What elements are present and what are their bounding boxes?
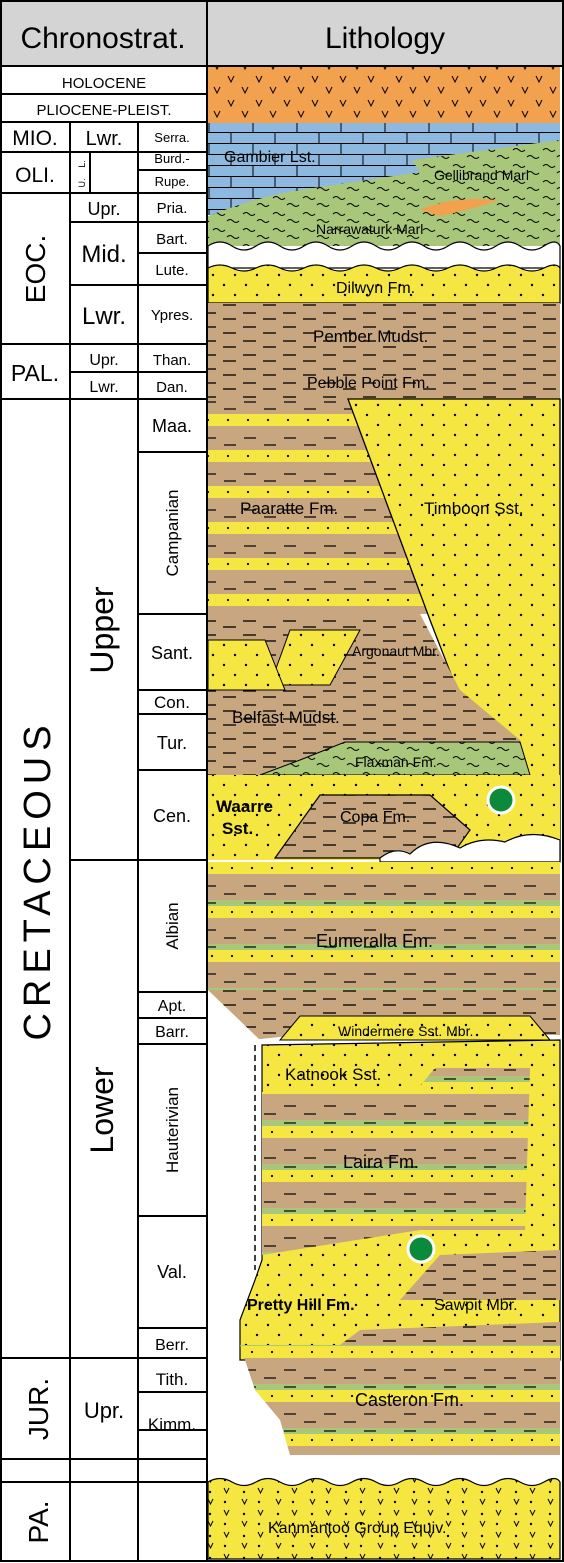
era-paleocene: PAL. <box>11 360 59 386</box>
epoch-mio-lwr: Lwr. <box>86 128 123 150</box>
gas-marker-lower <box>406 1234 436 1264</box>
epoch-oli-u: U. <box>77 179 87 188</box>
orange-lens <box>420 199 500 216</box>
stage-burdigalian: Burd.- <box>154 151 189 166</box>
copa-formation-unit <box>273 794 471 859</box>
epoch-eoc-upr: Upr. <box>87 199 120 219</box>
stage-campanian: Campanian <box>163 490 182 577</box>
era-cretaceous: CRETACEOUS <box>17 719 59 1040</box>
label-waarre: Waarre <box>216 797 273 816</box>
label-pretty-hill: Pretty Hill Fm. <box>247 1297 355 1314</box>
stage-danian: Dan. <box>156 379 188 396</box>
stage-coniacian: Con. <box>154 693 190 712</box>
epoch-jur-upr: Upr. <box>84 1398 124 1423</box>
stage-aptian: Apt. <box>158 998 186 1015</box>
flaxman-formation-unit <box>259 741 531 776</box>
stage-priabonian: Pria. <box>157 200 188 217</box>
label-pebble-point: Pebble Point Fm. <box>307 375 430 392</box>
label-windermere: Windermere Sst. Mbr. <box>338 1023 473 1039</box>
era-paleozoic: PA. <box>23 1500 54 1543</box>
cenomanian-unconformity <box>379 833 561 863</box>
stage-santonian: Sant. <box>151 643 193 663</box>
dilwyn-formation-unit <box>207 264 561 304</box>
era-oligocene: OLI. <box>15 164 55 187</box>
label-casteron: Casteron Fm. <box>355 1390 464 1410</box>
header-chronostrat: Chronostrat. <box>20 22 185 55</box>
label-timboon: Timboon Sst. <box>424 499 524 518</box>
label-narrawaturk: Narrawaturk Marl <box>316 221 423 237</box>
label-gambier: Gambier Lst. <box>224 149 316 166</box>
holocene-volcanics <box>208 67 560 123</box>
pember-mudstone-unit <box>208 303 560 363</box>
casteron-formation-unit <box>240 1345 560 1455</box>
argonaut-sand-wedge <box>269 629 361 686</box>
label-waarre-sst: Sst. <box>222 819 253 838</box>
stage-cenomanian: Cen. <box>153 806 191 826</box>
label-eumeralla: Eumeralla Fm. <box>316 931 433 951</box>
header-lithology: Lithology <box>325 22 445 55</box>
sawpit-member-unit <box>400 1250 560 1300</box>
stage-serravallian: Serra. <box>154 130 189 145</box>
pebble-point-unit <box>208 363 560 399</box>
label-kanmantoo: Kanmantoo Group Equiv. <box>268 1520 446 1537</box>
jurassic-unconformity <box>208 1455 560 1482</box>
formation-labels: Gambier Lst. Gellibrand Marl Narrawaturk… <box>216 149 529 1537</box>
label-paaratte: Paaratte Fm. <box>240 499 338 518</box>
label-gellibrand: Gellibrand Marl <box>434 167 529 183</box>
label-sawpit: Sawpit Mbr. <box>434 1297 518 1314</box>
era-jurassic: JUR. <box>23 1378 54 1440</box>
stage-ypresian: Ypres. <box>151 307 193 324</box>
stage-turonian: Tur. <box>157 733 187 753</box>
label-flaxman: Flaxman Fm. <box>355 754 437 770</box>
pretty-hill-lower-mud <box>340 1322 560 1345</box>
epoch-pal-upr: Upr. <box>89 352 118 369</box>
stage-tithonian: Tith. <box>156 1370 188 1389</box>
epoch-oli-l: L. <box>77 160 87 168</box>
header-background <box>0 0 564 65</box>
epoch-cret-upper: Upper <box>84 586 120 674</box>
label-argonaut: Argonaut Mbr. <box>352 643 440 659</box>
epoch-eoc-lwr: Lwr. <box>82 303 126 330</box>
unconformity-eocene <box>207 241 561 269</box>
row-pliocene-pleist: PLIOCENE-PLEIST. <box>36 102 171 119</box>
chrono-labels: HOLOCENE PLIOCENE-PLEIST. MIO. OLI. EOC.… <box>11 75 196 1544</box>
epoch-eoc-mid: Mid. <box>81 241 126 268</box>
stage-kimmeridgian: Kimm. <box>148 1415 196 1434</box>
gas-marker-upper <box>486 785 516 815</box>
stage-barremian: Barr. <box>155 1024 189 1041</box>
label-dilwyn: Dilwyn Fm. <box>336 280 415 297</box>
pre-windermere-white <box>208 990 260 1360</box>
stage-maastrichtian: Maa. <box>152 416 192 436</box>
era-miocene: MIO. <box>12 127 58 150</box>
row-holocene: HOLOCENE <box>62 75 146 92</box>
stage-hauterivian: Hauterivian <box>163 1087 182 1173</box>
era-eocene: EOC. <box>20 235 51 303</box>
narrawaturk-marl-unit <box>208 209 560 246</box>
stage-albian: Albian <box>163 902 182 949</box>
stage-lutetian: Lute. <box>155 262 188 279</box>
stage-valanginian: Val. <box>157 1262 187 1282</box>
stage-bartonian: Bart. <box>156 231 188 248</box>
epoch-pal-lwr: Lwr. <box>89 379 118 396</box>
kanmantoo-group-unit <box>207 1477 561 1560</box>
label-copa: Copa Fm. <box>340 809 410 826</box>
label-belfast: Belfast Mudst. <box>232 708 340 727</box>
laira-formation-unit <box>262 1068 530 1255</box>
label-pember: Pember Mudst. <box>313 327 428 346</box>
label-laira: Laira Fm. <box>343 1152 419 1172</box>
stage-thanetian: Than. <box>153 352 191 369</box>
label-katnook: Katnook Sst. <box>285 1065 381 1084</box>
stage-rupelian: Rupe. <box>155 174 190 189</box>
lithology-column <box>207 67 561 1560</box>
epoch-cret-lower: Lower <box>84 1066 120 1154</box>
stage-berriasian: Berr. <box>155 1337 189 1354</box>
